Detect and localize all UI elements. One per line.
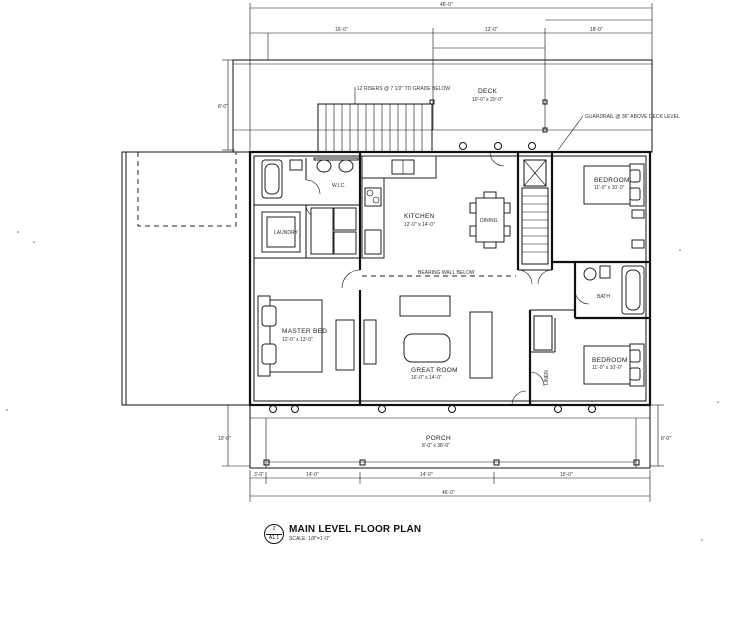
plan-title-block: 2 A1.1 MAIN LEVEL FLOOR PLAN SCALE: 1/8"… — [262, 522, 462, 546]
deck: DECK 10'-0" x 20'-0" 12 RISERS @ 7 1/2" … — [232, 59, 680, 153]
master-bed-size: 12'-0" x 13'-0" — [282, 337, 313, 343]
plan-title: MAIN LEVEL FLOOR PLAN — [289, 524, 422, 535]
master-bath-fixtures: W.I.C. — [261, 157, 359, 199]
detail-sheet: A1.1 — [268, 535, 280, 541]
dim-left-a: 8'-0" — [218, 104, 228, 110]
top-dimension-lines: 46'-0" 16'-0" 12'-0" 18'-0" — [249, 2, 653, 150]
stair-note: 12 RISERS @ 7 1/2" TO GRADE BELOW — [357, 86, 450, 92]
doors — [305, 151, 590, 406]
kitchen-name: KITCHEN — [404, 213, 435, 220]
master-bedroom: MASTER BED 12'-0" x 13'-0" — [257, 295, 355, 377]
scan-specks — [6, 231, 719, 541]
interior-stair — [521, 159, 549, 265]
interior-walls — [254, 152, 650, 405]
left-dimension-lines: 8'-0" 10'-0" — [218, 59, 250, 467]
great-room: GREAT ROOM 16'-0" x 14'-0" BEARING WALL … — [363, 270, 493, 381]
dim-bot-b: 14'-0" — [306, 472, 319, 478]
linen-closet: LINEN — [533, 315, 553, 385]
bedroom-1-name: BEDROOM — [594, 177, 630, 184]
dim-right-a: 8'-0" — [661, 436, 671, 442]
great-room-size: 16'-0" x 14'-0" — [411, 375, 442, 381]
dim-overall-bottom: 46'-0" — [442, 490, 455, 496]
bedroom-1: BEDROOM 11'-0" x 10'-0" — [583, 163, 645, 249]
dining-table: DINING — [469, 191, 511, 249]
plan-scale: SCALE: 1/8"=1'-0" — [289, 536, 330, 542]
master-bed-name: MASTER BED — [282, 328, 327, 335]
dining-name: DINING — [480, 218, 498, 224]
deck-name: DECK — [478, 88, 498, 95]
deck-size: 10'-0" x 20'-0" — [472, 97, 503, 103]
dim-left-b: 10'-0" — [218, 436, 231, 442]
bedroom-2-name: BEDROOM — [592, 357, 628, 364]
porch-name: PORCH — [426, 435, 451, 442]
detail-number: 2 — [272, 526, 276, 532]
hall-bath: BATH — [583, 265, 645, 315]
linen-label: LINEN — [544, 370, 550, 385]
deck-stairs — [317, 103, 433, 153]
kitchen: KITCHEN 12'-0" x 14'-0" — [361, 155, 437, 259]
bedroom-1-size: 11'-0" x 10'-0" — [594, 185, 625, 191]
laundry-label: LAUNDRY — [274, 230, 298, 236]
railing-note: GUARDRAIL @ 36" ABOVE DECK LEVEL — [585, 114, 680, 120]
detail-bubble: 2 A1.1 — [264, 524, 284, 544]
dim-bot-a: 3'-0" — [254, 472, 264, 478]
dim-top-b: 12'-0" — [485, 27, 498, 33]
dim-top-a: 16'-0" — [335, 27, 348, 33]
porch: PORCH 8'-0" x 38'-0" — [249, 404, 651, 469]
kitchen-size: 12'-0" x 14'-0" — [404, 222, 435, 228]
bath-label: BATH — [597, 294, 610, 300]
wic-label-top: W.I.C. — [332, 183, 346, 189]
laundry-fixtures: LAUNDRY — [261, 207, 357, 255]
side-deck-outline — [121, 151, 250, 406]
dim-bot-d: 15'-0" — [560, 472, 573, 478]
window-markers — [269, 142, 596, 413]
bedroom-2: BEDROOM 11'-0" x 10'-0" — [583, 343, 645, 387]
bedroom-2-size: 11'-0" x 10'-0" — [592, 365, 623, 371]
dim-bot-c: 14'-0" — [420, 472, 433, 478]
bottom-dimension-lines: 3'-0" 14'-0" 14'-0" 15'-0" 46'-0" 8'-0" — [249, 404, 671, 502]
dim-top-c: 18'-0" — [590, 27, 603, 33]
great-room-name: GREAT ROOM — [411, 367, 458, 374]
beam-note: BEARING WALL BELOW — [418, 270, 475, 276]
dim-overall-top: 46'-0" — [440, 2, 453, 8]
porch-size: 8'-0" x 38'-0" — [422, 443, 450, 449]
